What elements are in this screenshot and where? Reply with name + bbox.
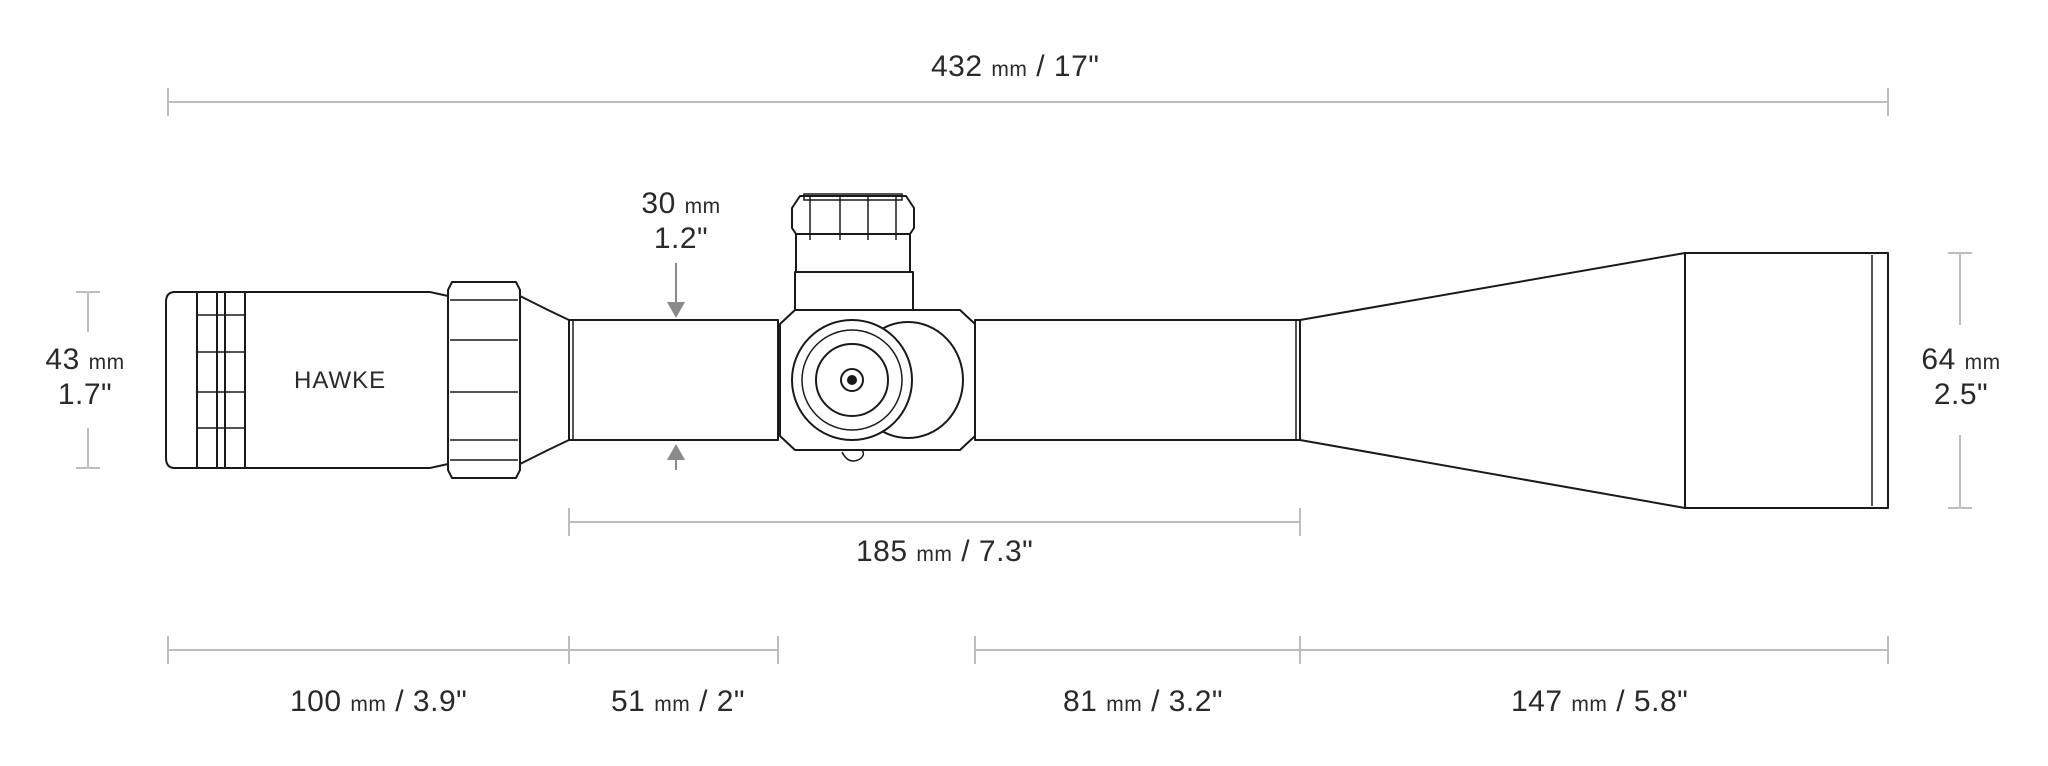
ocular-ring-2: [224, 291, 246, 469]
objective-bell-length-label: 147 mm / 5.8": [1511, 685, 1689, 718]
brand-logo: HAWKE: [294, 367, 387, 394]
magnification-ring: [447, 281, 521, 479]
riflescope: [165, 193, 1889, 509]
objective-diameter-label: 64 mm 2.5": [1921, 343, 2001, 411]
front-tube-length-label: 81 mm / 3.2": [1063, 685, 1224, 718]
bottom-segment-dimension-lines: [167, 636, 1889, 664]
overall-length-dimension-line: [167, 88, 1889, 116]
tube-diameter-label: 30 mm 1.2": [641, 187, 721, 255]
overall-length-label: 432 mm / 17": [931, 50, 1100, 83]
rear-tube: [568, 319, 779, 441]
mount-length-label: 185 mm / 7.3": [856, 535, 1034, 568]
eyepiece-diameter-label: 43 mm 1.7": [45, 343, 125, 411]
eyepiece-diameter-dimension-line: [76, 291, 100, 469]
objective-housing: [1684, 252, 1889, 509]
rear-tube-length-label: 51 mm / 2": [611, 685, 746, 718]
ocular-ring-1: [196, 291, 218, 469]
mount-length-dimension-line: [568, 508, 1301, 536]
power-ring-taper: [519, 295, 570, 465]
front-tube: [974, 319, 1301, 441]
objective-bell: [1299, 252, 1686, 509]
tube-diameter-arrows: [667, 263, 685, 470]
objective-diameter-dimension-line: [1948, 252, 1972, 509]
eyepiece-length-label: 100 mm / 3.9": [290, 685, 468, 718]
elevation-turret-base: [794, 271, 914, 311]
